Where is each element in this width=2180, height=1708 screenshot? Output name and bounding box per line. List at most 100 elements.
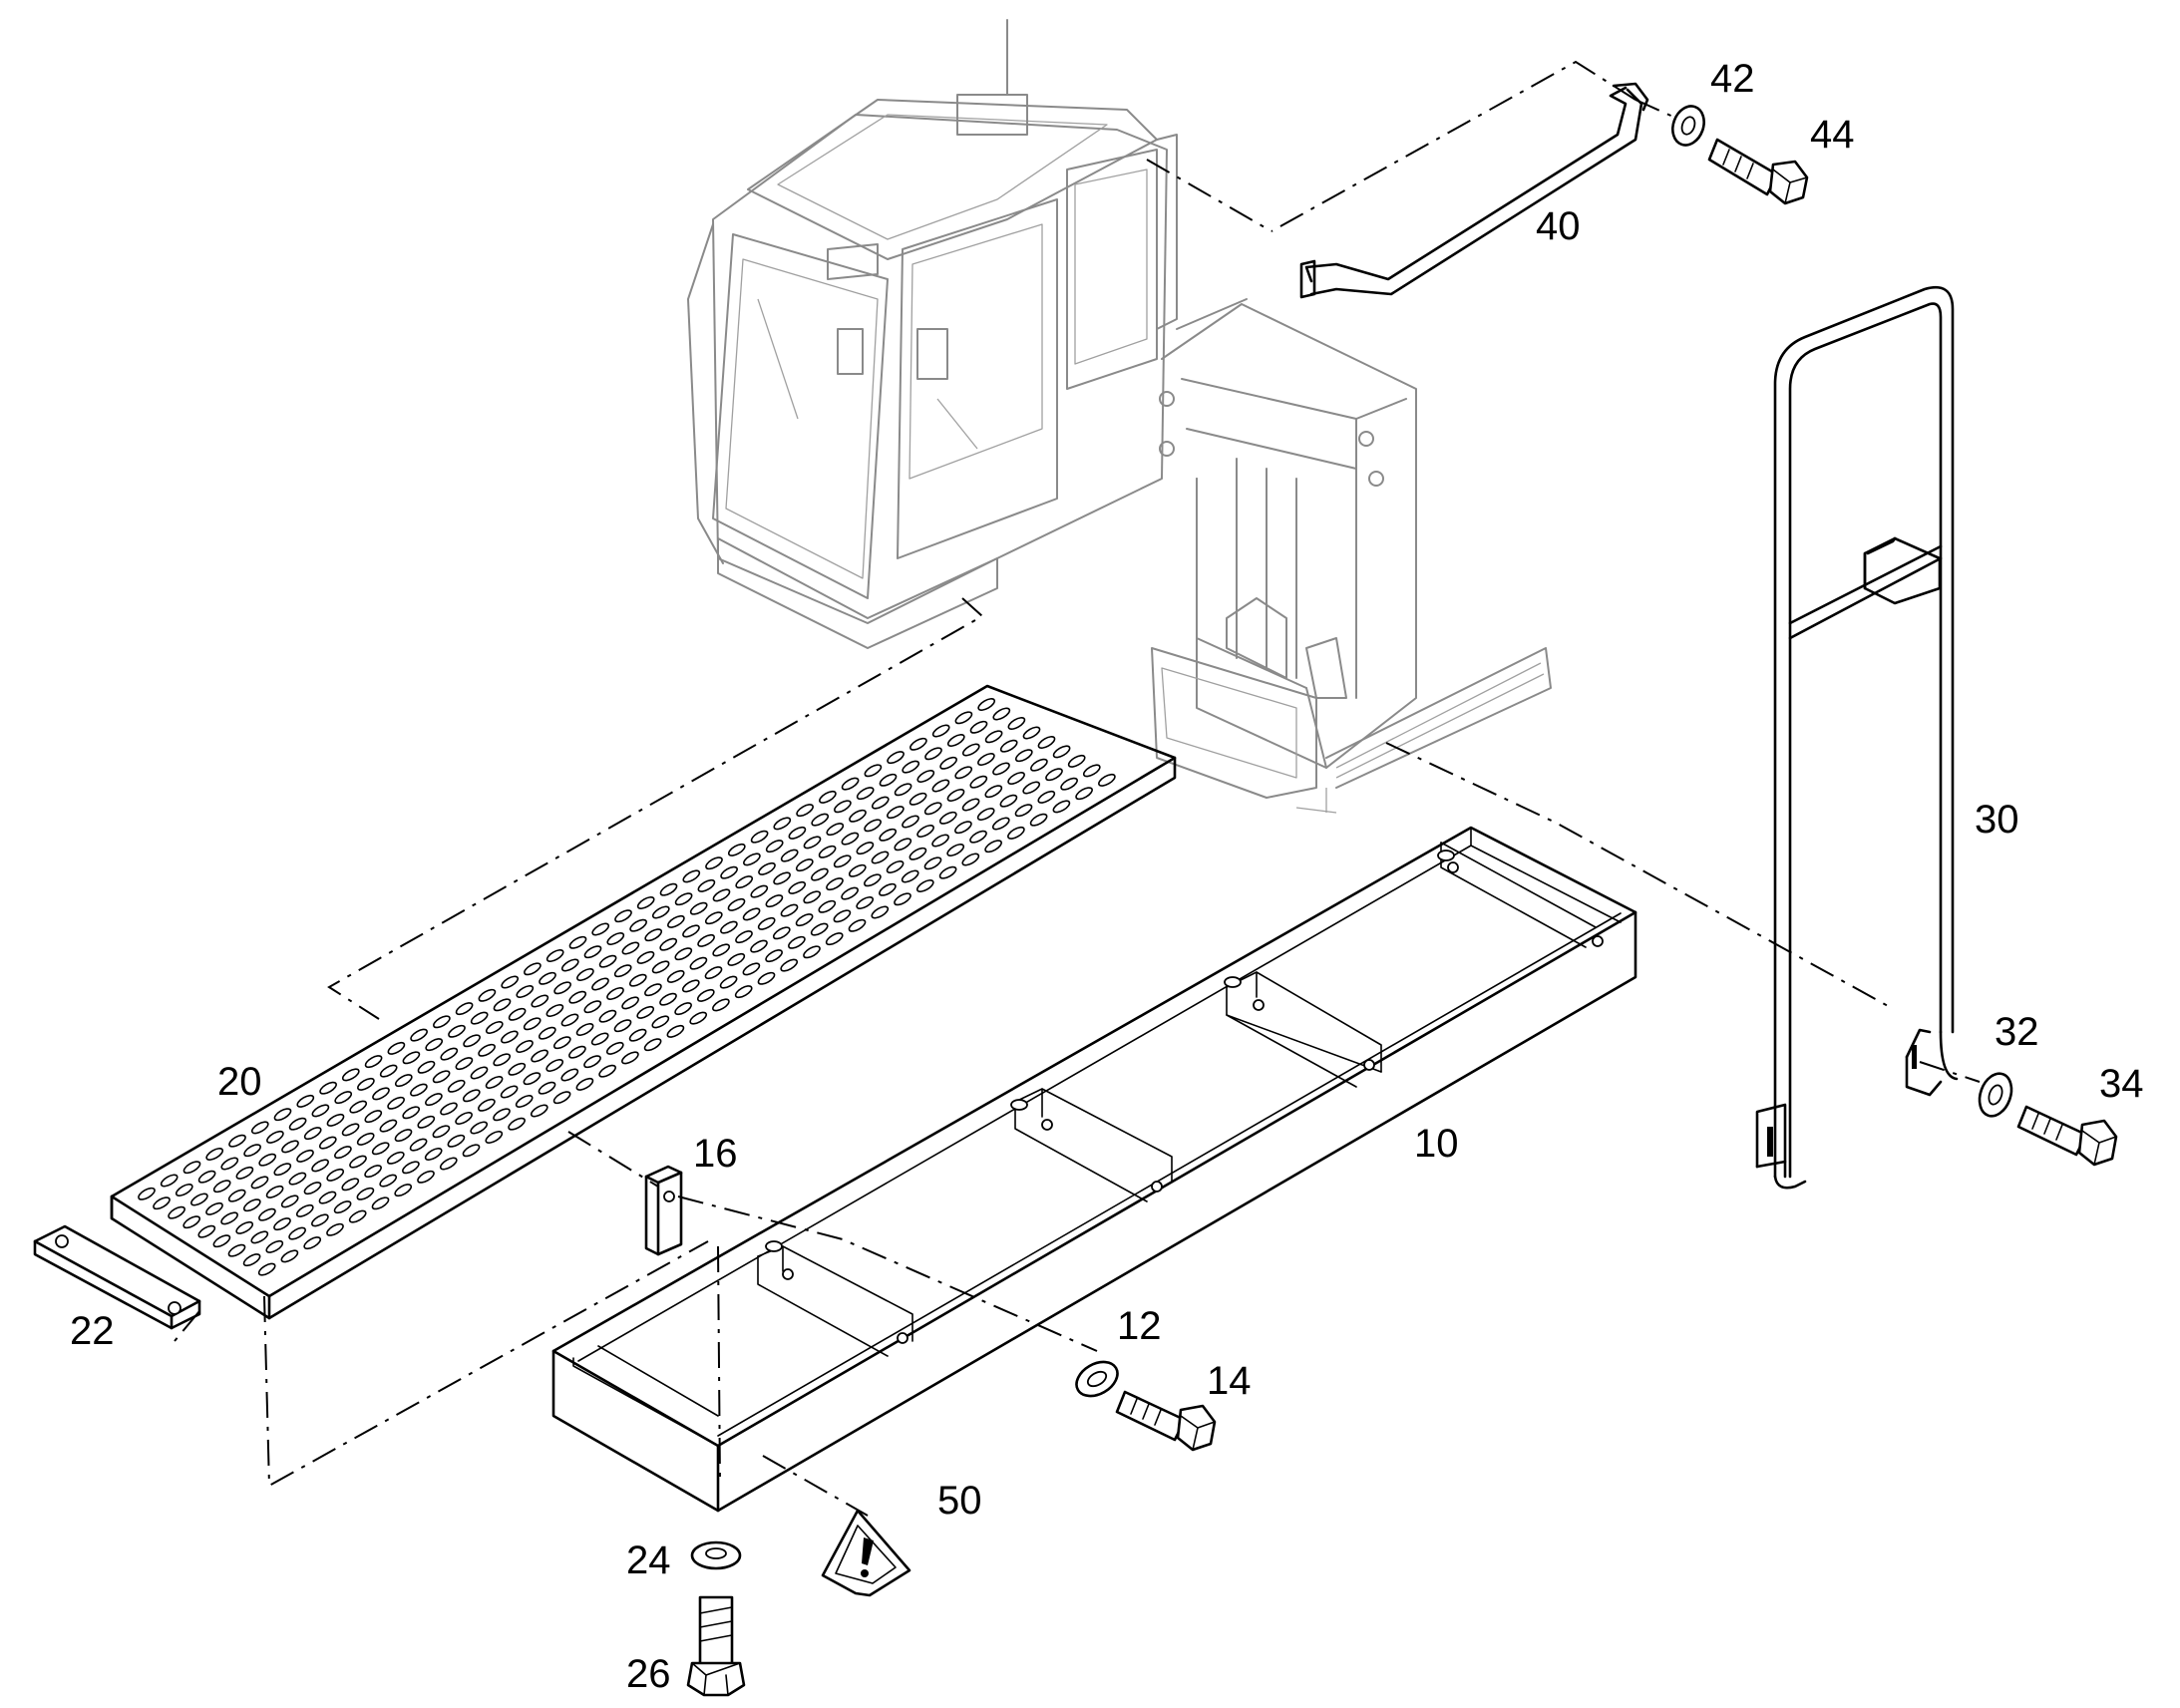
grating-slot [598,1064,616,1078]
grating-slot [455,1002,474,1016]
grating-slot [250,1121,269,1135]
grating-slot [212,1180,231,1194]
callout-22: 22 [70,1309,115,1353]
grating-slot [780,903,799,917]
grating-slot [545,1004,564,1017]
grating-slot [227,1243,246,1257]
grating-slot [984,785,1003,799]
grating-slot [765,949,783,963]
callout-12: 12 [1117,1304,1162,1348]
grating-slot [296,1094,315,1108]
grating-slot [242,1253,261,1267]
grating-slot [795,913,814,927]
grating-slot [651,1015,670,1029]
grating-slot [924,747,942,761]
grating-slot [402,1051,421,1065]
grating-slot [901,869,919,883]
grating-slot [644,983,662,997]
grating-slot [938,811,957,825]
grating-slot [1037,736,1056,749]
grating-slot [288,1172,307,1186]
grating-slot [280,1195,299,1208]
callout-20: 20 [217,1060,262,1104]
grating-slot [644,928,663,942]
grating-slot [704,966,723,980]
grating-slot [667,914,685,928]
grating-slot [923,802,942,816]
callout-32: 32 [1995,1010,2039,1054]
grating-slot [727,897,746,911]
grating-slot [643,1038,662,1052]
grating-slot [258,1153,277,1167]
grating-slot [470,1121,489,1135]
callout-40: 40 [1536,204,1581,248]
grating-slot [212,1234,231,1248]
grating-slot [651,905,670,919]
grating-slot [364,1110,383,1124]
grating-slot [659,882,678,896]
grating-slot [235,1166,254,1180]
grating-slot [364,1055,383,1069]
grating-slot [712,998,730,1012]
grating-slot [788,826,807,840]
grating-slot [1052,800,1071,814]
grating-slot [590,1032,609,1046]
grating-slot [485,1076,504,1089]
grating-slot [666,969,685,983]
grating-slot [848,918,867,932]
grating-slot [356,1187,375,1200]
grating-slot [318,1191,337,1204]
grating-slot [788,880,807,894]
grating-slot [560,958,579,972]
grating-slot [651,960,670,974]
grating-slot [954,766,973,780]
grating-slot [153,1196,171,1210]
grating-slot [674,1002,692,1016]
callout-42: 42 [1710,57,1755,101]
grating-slot [999,794,1018,808]
grating-slot [803,890,822,904]
grating-slot [841,832,860,846]
grating-slot [689,901,708,915]
handrail-bar-part-40 [1299,82,1649,299]
grating-slot [758,861,776,875]
grating-slot [583,1000,602,1014]
grating-slot [478,1043,496,1057]
grating-slot [908,847,927,860]
grating-slot [946,734,965,747]
grating-slot [636,950,655,964]
grating-slot [341,1178,360,1192]
grating-slot [946,844,965,856]
grating-slot [674,947,693,961]
grating-slot [780,958,799,972]
grating-slot [735,930,753,944]
callout-14: 14 [1207,1359,1252,1403]
grating-slot [621,1051,639,1065]
grating-slot [432,1125,451,1139]
grating-slot [750,884,769,898]
grating-slot [908,792,927,806]
grating-slot [954,821,972,835]
grating-slot [999,739,1018,753]
grating-slot [712,888,731,902]
grating-slot [704,911,723,925]
grating-slot [583,1055,601,1069]
grating-slot [530,1104,548,1118]
grating-slot [931,834,949,848]
grating-slot [205,1201,223,1215]
grating-slot [583,945,602,959]
grating-slot [811,813,830,827]
grating-slot [916,770,935,783]
grating-slot [992,762,1010,776]
grating-slot [902,815,919,829]
grating-slot [674,892,693,906]
grating-slot [780,849,799,862]
grating-slot [902,760,920,774]
grating-slot [303,1182,322,1196]
grating-slot [773,871,791,885]
grating-slot [455,1057,474,1071]
grating-slot [613,1019,632,1033]
grating-slot [334,1091,353,1105]
grating-slot [379,1174,398,1188]
